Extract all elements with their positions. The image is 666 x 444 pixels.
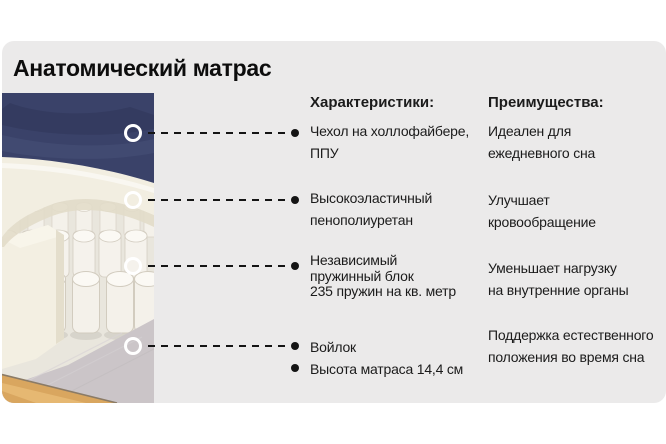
- callout-ring-springs: [124, 257, 142, 275]
- bullet-springs: [291, 262, 299, 270]
- characteristic-item-height: Высота матраса 14,4 см: [310, 361, 464, 377]
- callout-line-foam: [148, 199, 287, 202]
- bullet-foam: [291, 196, 299, 204]
- foam-side-block: [2, 225, 64, 369]
- callout-line-cover: [148, 132, 287, 135]
- wood-floor: [2, 373, 118, 403]
- callout-ring-cover: [124, 124, 142, 142]
- advantage-item-posture: Поддержка естественного положения во вре…: [488, 327, 654, 365]
- characteristic-item-foam: Высокоэластичный пенополиуретан: [310, 190, 433, 228]
- cover-fabric: [2, 93, 154, 183]
- advantages-header: Преимущества:: [488, 94, 604, 111]
- advantage-item-daily-sleep: Идеален для ежедневного сна: [488, 123, 596, 161]
- page-title: Анатомический матрас: [13, 55, 272, 81]
- characteristic-item-felt: Войлок: [310, 339, 356, 355]
- advantage-item-circulation: Улучшает кровообращение: [488, 192, 596, 230]
- characteristic-item-springs: Независимый пружинный блок 235 пружин на…: [310, 252, 456, 299]
- foam-top-band: [2, 157, 154, 247]
- callout-line-felt: [148, 345, 287, 348]
- characteristic-item-cover: Чехол на холлофайбере, ППУ: [310, 123, 470, 161]
- callout-ring-foam: [124, 191, 142, 209]
- bullet-cover: [291, 129, 299, 137]
- felt-layer: [2, 319, 154, 403]
- callout-ring-felt: [124, 337, 142, 355]
- advantage-item-organ-load: Уменьшает нагрузку на внутренние органы: [488, 260, 629, 298]
- bullet-felt: [291, 342, 299, 350]
- characteristics-header: Характеристики:: [310, 94, 435, 111]
- bullet-height: [291, 364, 299, 372]
- callout-line-springs: [148, 265, 287, 268]
